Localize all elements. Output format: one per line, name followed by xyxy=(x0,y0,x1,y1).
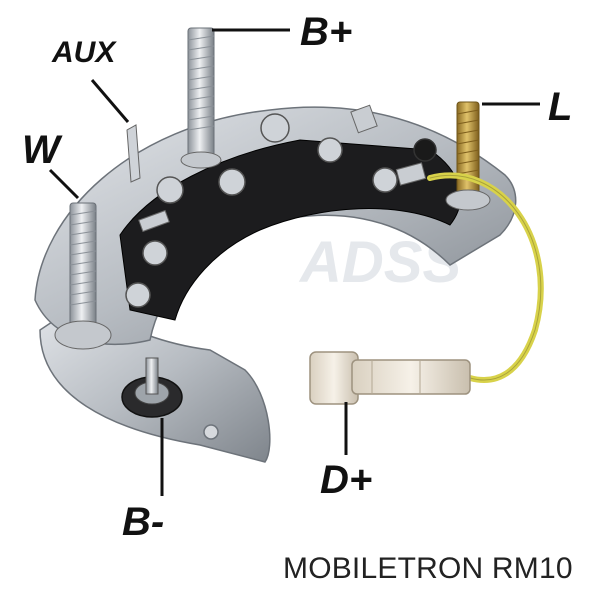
aux-terminal-tab xyxy=(126,124,141,183)
b-minus-bushing xyxy=(121,357,183,418)
b-plus-label: B+ xyxy=(300,10,353,54)
d-plus-connector xyxy=(309,351,471,405)
plate-mounting-hole xyxy=(203,424,219,440)
w-stud xyxy=(54,202,112,350)
terminal-tabs xyxy=(138,104,427,233)
l-label: L xyxy=(548,85,573,129)
l-stud xyxy=(445,101,491,211)
aux-label: AUX xyxy=(52,36,116,69)
b-plus-stud xyxy=(180,27,222,169)
d-plus-label: D+ xyxy=(320,458,373,502)
label-leader-lines xyxy=(48,28,540,496)
b-minus-label: B- xyxy=(122,500,165,544)
product-caption: MOBILETRON RM10 xyxy=(283,552,573,585)
diode-rivets xyxy=(125,113,437,308)
w-label: W xyxy=(22,128,60,172)
